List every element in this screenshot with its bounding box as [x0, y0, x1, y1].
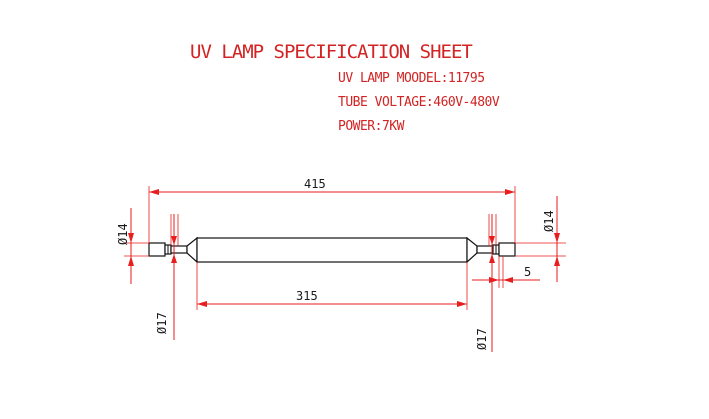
- spec-line-model: UV LAMP MOODEL:11795: [338, 71, 485, 86]
- sheet-title: UV LAMP SPECIFICATION SHEET: [190, 41, 472, 63]
- dim-right-tube-diameter-label: Ø17: [475, 328, 489, 350]
- dim-tube-length-label: 315: [296, 289, 318, 303]
- right-end-cap: [498, 242, 516, 257]
- right-taper: [466, 236, 478, 264]
- dim-right-end-diameter-label: Ø14: [542, 210, 556, 232]
- dim-tube-length: 315: [196, 262, 468, 310]
- dim-right-end-diameter: Ø14: [515, 196, 566, 282]
- dim-end-cap-length-label: 5: [524, 265, 531, 279]
- dim-overall-length-label: 415: [304, 177, 326, 191]
- dim-left-end-diameter: Ø14: [116, 208, 149, 284]
- spec-line-power: POWER:7KW: [338, 119, 405, 134]
- left-taper: [186, 236, 198, 264]
- lamp-outline: [148, 236, 516, 264]
- left-neck: [170, 245, 188, 254]
- dim-left-end-diameter-label: Ø14: [116, 223, 130, 245]
- dim-overall-length: 415: [148, 177, 516, 243]
- left-end-cap: [148, 242, 166, 257]
- dim-end-cap-length: 5: [472, 256, 540, 288]
- right-neck: [476, 245, 494, 254]
- spec-line-voltage: TUBE VOLTAGE:460V-480V: [338, 95, 500, 110]
- lamp-tube: [196, 237, 468, 263]
- dim-left-tube-diameter-label: Ø17: [155, 312, 169, 334]
- dim-left-tube-diameter: Ø17: [155, 214, 179, 340]
- dim-right-tube-diameter: Ø17: [475, 214, 497, 352]
